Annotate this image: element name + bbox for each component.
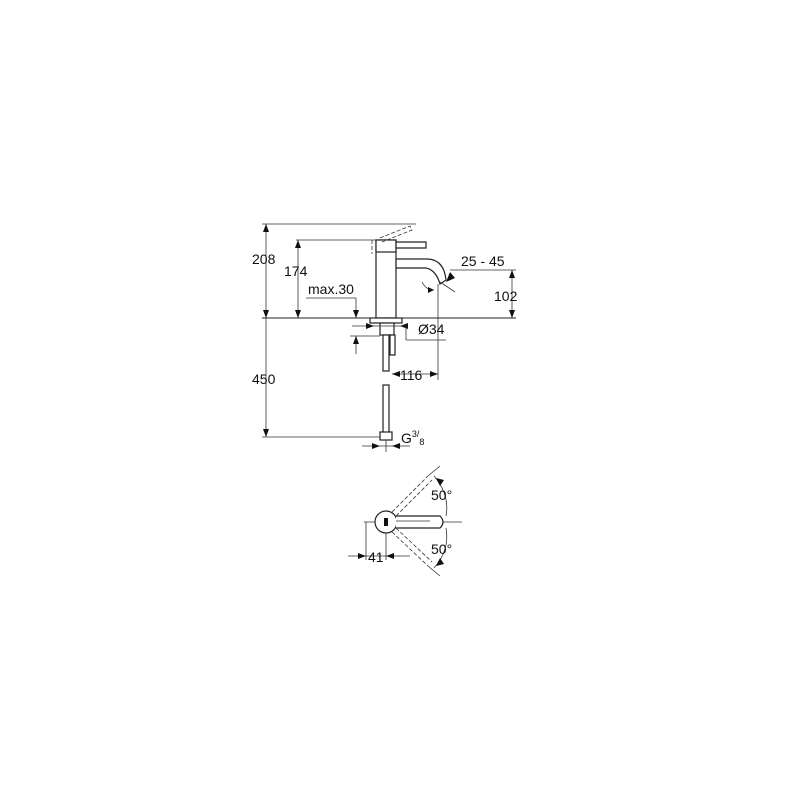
dim-116: 116 <box>400 367 423 383</box>
spout <box>395 258 447 285</box>
dim-41: 41 <box>368 549 384 565</box>
lever-top <box>396 515 444 529</box>
dim-connection-thread: G3/8 <box>401 429 424 447</box>
dim-450: 450 <box>252 371 276 387</box>
dim-174: 174 <box>284 263 308 279</box>
dim-diameter-34: Ø34 <box>418 321 445 337</box>
dim-rotation-lower: 50° <box>431 541 452 557</box>
supply-hose <box>382 334 390 372</box>
lever-handle <box>395 241 427 249</box>
top-view: 50° 50° 41 <box>348 465 462 577</box>
dim-spout-angle: 25 - 45 <box>461 253 505 269</box>
side-view: 208 174 max.30 25 - 45 102 Ø34 116 450 G… <box>252 223 518 452</box>
dim-208: 208 <box>252 251 276 267</box>
dim-102: 102 <box>494 288 518 304</box>
dim-max30: max.30 <box>308 281 354 297</box>
dim-rotation-upper: 50° <box>431 487 452 503</box>
